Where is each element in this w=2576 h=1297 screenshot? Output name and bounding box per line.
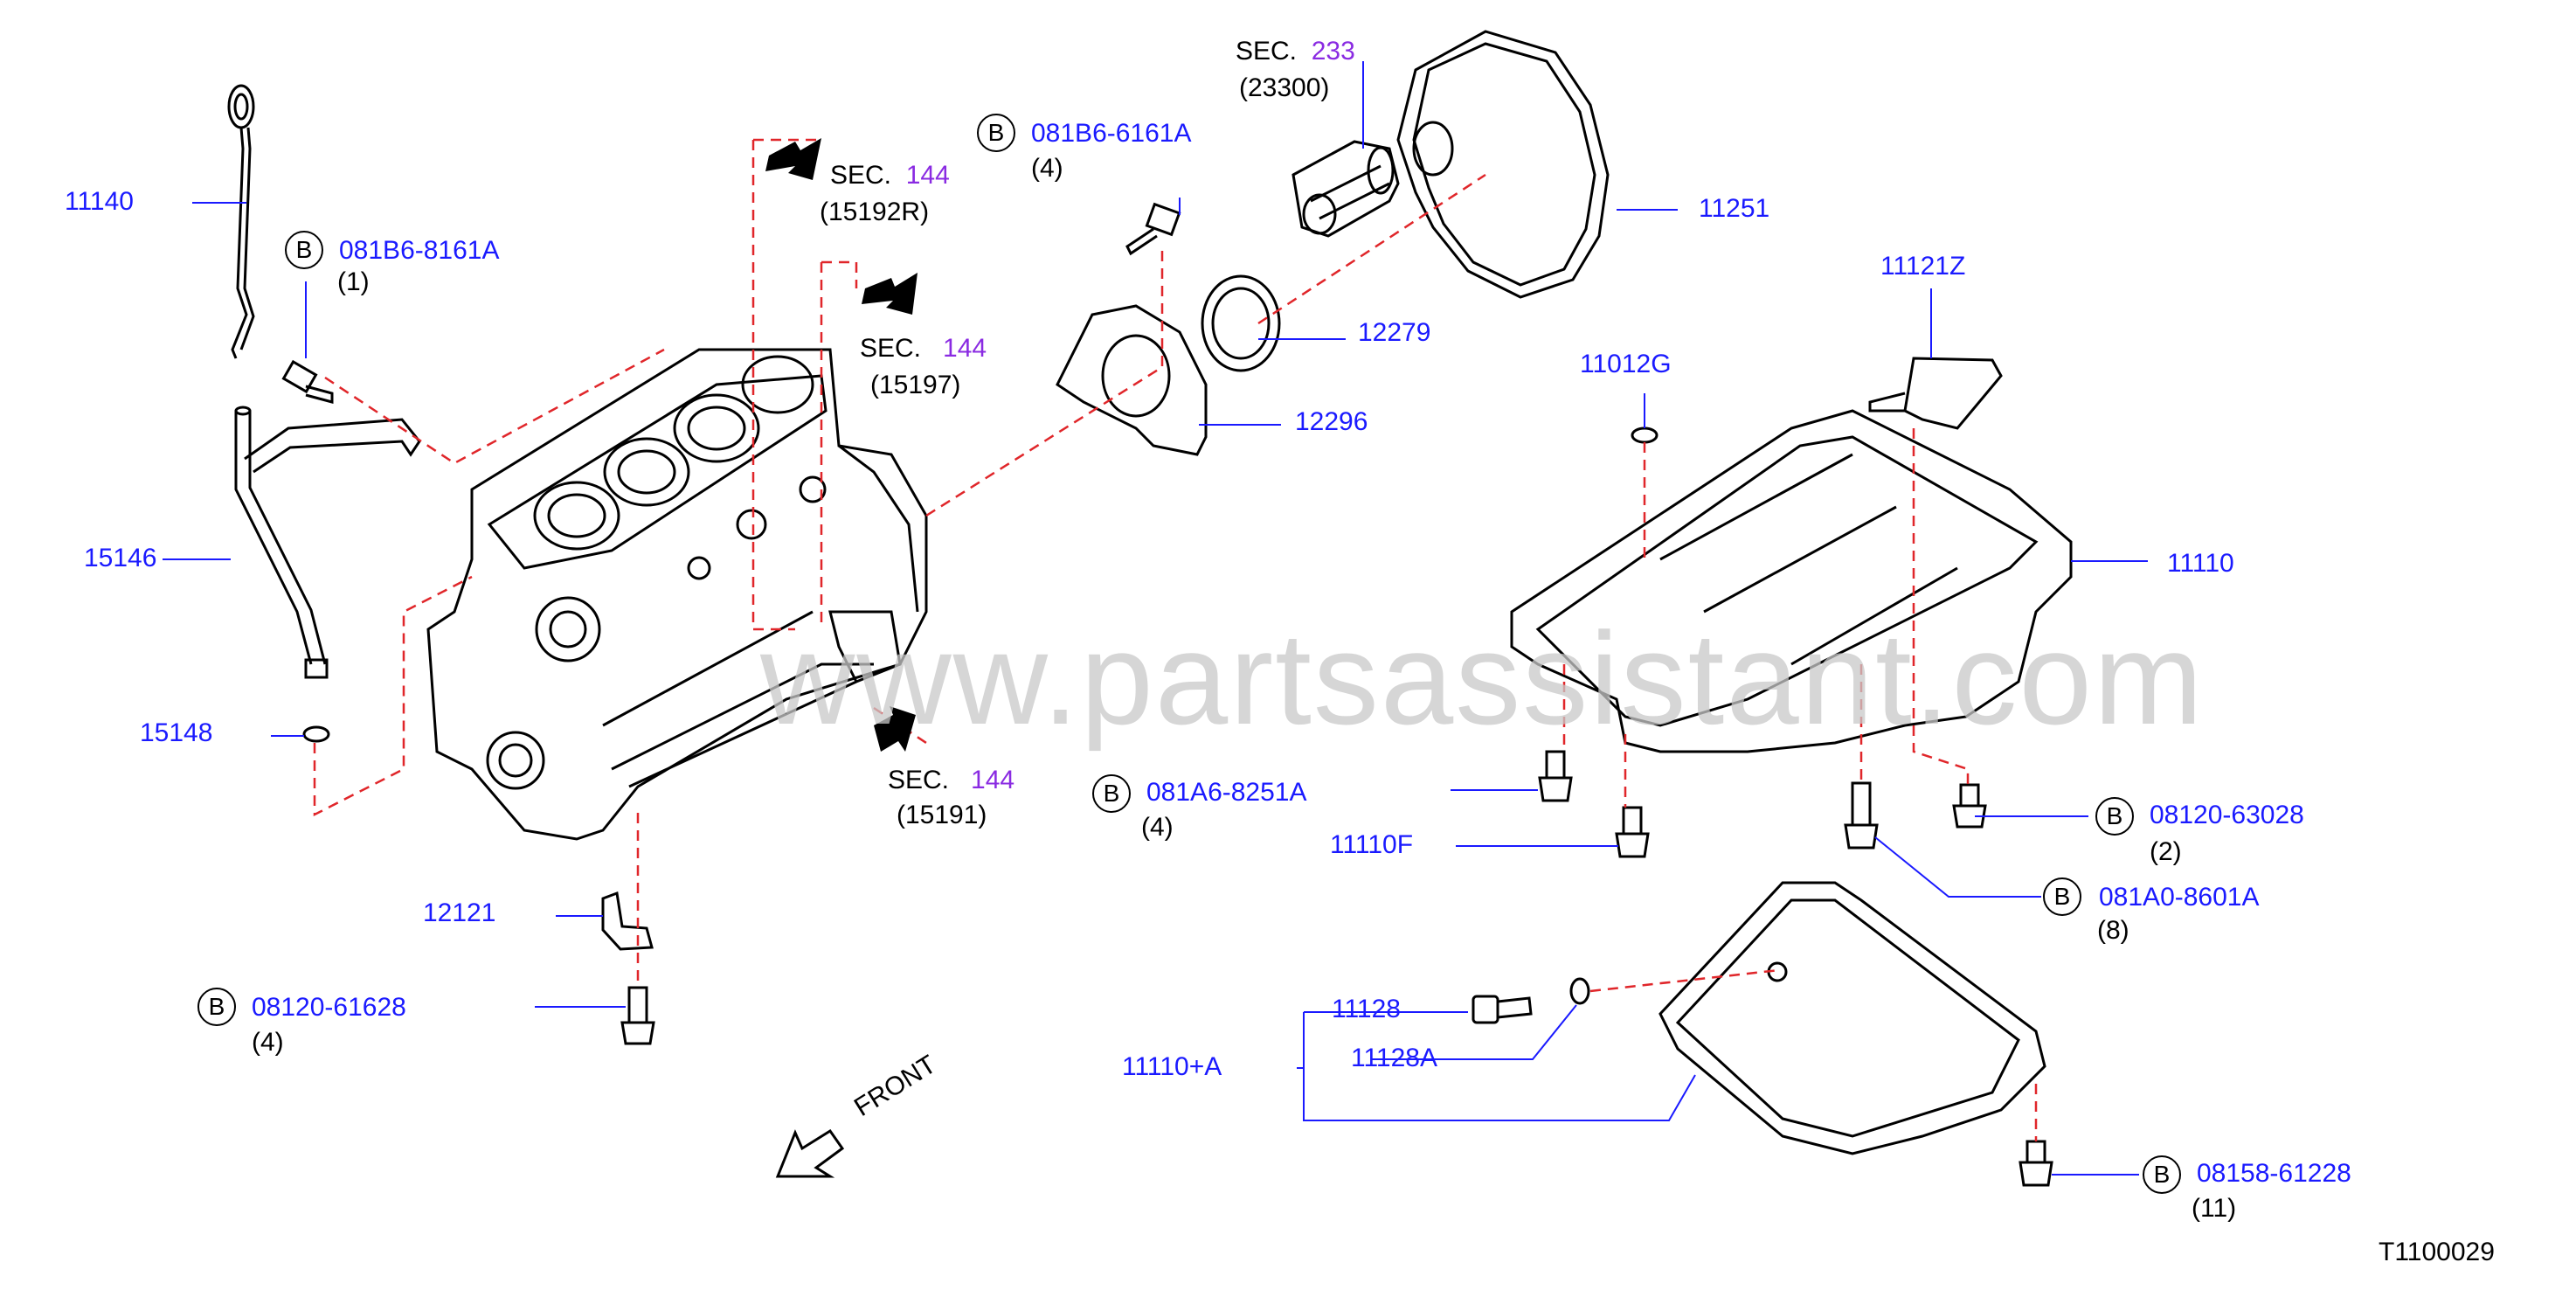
- bolt-badge-b: B: [2143, 1155, 2181, 1194]
- rear-plate: [1396, 30, 1610, 299]
- bolt-badge-b: B: [197, 988, 236, 1026]
- callout-11251[interactable]: 11251: [1699, 194, 1770, 223]
- section-ref-code: (23300): [1239, 73, 1330, 102]
- bracket-12121: [601, 891, 654, 951]
- callout-12296[interactable]: 12296: [1295, 407, 1368, 436]
- bolt-badge-b: B: [1092, 774, 1131, 813]
- callout-11121Z[interactable]: 11121Z: [1880, 252, 1966, 281]
- bolt-081A6-8251A[interactable]: 081A6-8251A: [1146, 778, 1307, 807]
- callout-12121[interactable]: 12121: [423, 898, 496, 927]
- bolt-081A0-8601A[interactable]: 081A0-8601A: [2099, 883, 2260, 912]
- oil-seal: [1201, 274, 1281, 372]
- bolt-08158-61228[interactable]: 08158-61228: [2197, 1159, 2351, 1188]
- section-ref[interactable]: SEC. 144: [830, 161, 950, 190]
- bolt-08120-61628[interactable]: 08120-61628: [252, 993, 406, 1022]
- phantom-lines: [313, 138, 2038, 1141]
- oil-strainer: [1868, 357, 2003, 430]
- bolt-qty: (4): [1141, 813, 1174, 842]
- o-ring-15148: [302, 725, 330, 743]
- bolt-081B6-6161A: [1125, 202, 1181, 256]
- bolt-badge-b: B: [2043, 877, 2081, 916]
- bolt-badge-b: B: [2095, 797, 2134, 836]
- bolt-qty: (11): [2192, 1194, 2237, 1223]
- bolt-08120-63028[interactable]: 08120-63028: [2150, 801, 2304, 829]
- oil-pan-upper: [1510, 409, 2073, 753]
- bolt-081B6-6161A[interactable]: 081B6-6161A: [1031, 119, 1192, 148]
- diagram-code: T1100029: [2379, 1238, 2495, 1266]
- callout-15146[interactable]: 15146: [84, 544, 157, 572]
- callout-11140[interactable]: 11140: [65, 187, 134, 216]
- starter-motor: [1291, 140, 1400, 238]
- callout-11128A[interactable]: 11128A: [1351, 1044, 1437, 1072]
- bolt-081B6-8161A: [281, 359, 334, 404]
- section-ref-code: (15192R): [820, 198, 930, 226]
- watermark: www.partsassistant.com: [760, 605, 2205, 752]
- bolt-qty: (2): [2150, 837, 2182, 866]
- bolt-qty: (4): [1031, 154, 1063, 183]
- callout-11128[interactable]: 11128: [1332, 995, 1401, 1023]
- leader-lines: [163, 61, 2148, 1176]
- callout-12279[interactable]: 12279: [1358, 318, 1431, 347]
- drain-plug: [1472, 977, 1590, 1024]
- dipstick: [227, 84, 255, 359]
- section-ref-code: (15191): [897, 801, 987, 829]
- bolt-badge-b: B: [977, 114, 1015, 152]
- callout-11110[interactable]: 11110: [2167, 549, 2234, 578]
- section-ref[interactable]: SEC. 233: [1236, 37, 1355, 66]
- front-arrow: [775, 1128, 845, 1178]
- bolt-qty: (8): [2097, 916, 2129, 945]
- washer-11012G: [1631, 427, 1658, 444]
- vertical-bolts: [620, 750, 2053, 1187]
- callout-11012G[interactable]: 11012G: [1580, 350, 1672, 378]
- callout-15148[interactable]: 15148: [140, 718, 213, 747]
- section-ref[interactable]: SEC. 144: [860, 334, 987, 363]
- bolt-qty: (4): [252, 1028, 284, 1057]
- bolt-qty: (1): [337, 267, 370, 296]
- section-ref[interactable]: SEC. 144: [888, 766, 1015, 794]
- callout-11110F[interactable]: 11110F: [1330, 830, 1414, 859]
- section-arrows: [765, 138, 918, 752]
- bolt-081B6-8161A[interactable]: 081B6-8161A: [339, 236, 500, 265]
- bolt-badge-b: B: [285, 231, 323, 269]
- dipstick-tube: [234, 406, 421, 679]
- section-ref-code: (15197): [870, 371, 961, 399]
- oil-pan-lower: [1658, 881, 2046, 1155]
- cylinder-block: [426, 348, 928, 841]
- seal-retainer: [1056, 304, 1208, 456]
- callout-11110-plus-a[interactable]: 11110+A: [1122, 1052, 1222, 1081]
